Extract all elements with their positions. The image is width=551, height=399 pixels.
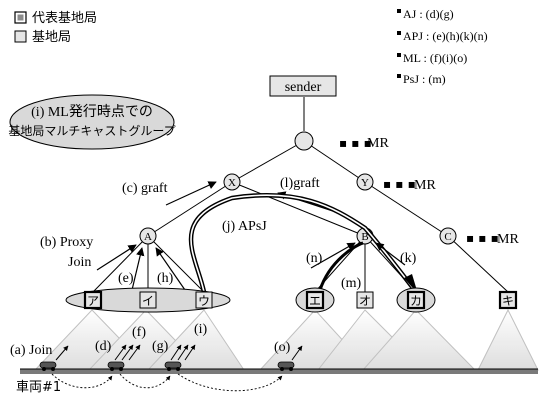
psj-m-label: (m) [341, 276, 362, 291]
psj-arrow-m [318, 241, 364, 291]
aj-d-label: (d) [95, 339, 112, 354]
router-mr [294, 131, 314, 151]
router-mr-label: MR [367, 136, 389, 151]
graft-arrow-c [165, 181, 217, 206]
join-type-apj: APJ : (e)(h)(k)(n) [403, 29, 488, 43]
apj-k-label: (k) [400, 251, 417, 266]
list-bullet [397, 9, 401, 13]
station-ka-label: カ [410, 294, 422, 308]
station-ka [406, 290, 426, 310]
apsj-path-inner [190, 194, 417, 293]
join-a-label: (a) Join [10, 343, 52, 358]
list-bullet [397, 53, 401, 57]
sender-box [269, 75, 337, 97]
group-callout-line1: (i) ML発行時点での [31, 104, 153, 120]
router-y [356, 173, 374, 191]
apj-arrow-e [131, 247, 145, 291]
apsj-path-outer [188, 193, 418, 294]
router-c-mr-label: MR [497, 232, 519, 247]
router-y-label: Y [361, 177, 369, 189]
join-type-ml: ML : (f)(i)(o) [403, 51, 467, 65]
apj-e-label: (e) [118, 271, 134, 286]
routers: ▪ ▪ ▪ MR X Y ▪ ▪ ▪ MR A B C ▪ ▪ ▪ MR [139, 131, 519, 247]
list-bullet [397, 74, 401, 78]
sender-label: sender [285, 80, 322, 95]
ml-o-label: (o) [274, 340, 291, 355]
station-i-label: イ [142, 294, 154, 308]
join-type-psj: PsJ : (m) [403, 72, 446, 86]
proxy-join-label-1: (b) Proxy [40, 235, 93, 250]
router-y-mr-label: MR [414, 178, 436, 193]
station-ki-label: キ [502, 294, 514, 308]
apj-arrow-k [375, 242, 406, 266]
ellipsis: ▪ ▪ ▪ [339, 136, 372, 150]
vehicle-icon [39, 361, 57, 371]
router-a [139, 227, 157, 245]
legend: 代表基地局 基地局 [14, 11, 97, 45]
router-c [439, 227, 457, 245]
legend-base-station-label: 基地局 [32, 30, 71, 45]
join-type-aj: AJ : (d)(g) [403, 7, 454, 21]
base-station-swatch [14, 30, 27, 43]
station-u [195, 291, 213, 309]
station-e-label: エ [309, 294, 321, 308]
graft-l-label: (l)graft [280, 176, 320, 191]
tree-edges [92, 97, 509, 293]
vehicles [39, 361, 295, 371]
apj-h-label: (h) [157, 271, 174, 286]
legend-representative-label: 代表基地局 [32, 11, 97, 26]
router-x [223, 173, 241, 191]
station-o [356, 291, 374, 309]
vehicle-label: 車両#1 [16, 380, 61, 395]
aj-g-label: (g) [152, 339, 169, 354]
station-ki [498, 290, 518, 310]
station-o-label: オ [359, 294, 371, 308]
apj-n-label: (n) [306, 251, 323, 266]
station-e [305, 290, 325, 310]
station-i [139, 291, 157, 309]
ml-i-label: (i) [194, 322, 208, 337]
station-a-label: ア [87, 294, 99, 308]
vehicle-icon [107, 361, 125, 371]
station-a [83, 290, 103, 310]
road [20, 368, 538, 374]
ellipsis: ▪ ▪ ▪ [466, 231, 499, 245]
group-callout-line2: 基地局マルチキャストグループ [8, 124, 175, 138]
list-bullet [397, 31, 401, 35]
ml-f-label: (f) [132, 325, 146, 340]
router-a-label: A [144, 231, 152, 243]
representative-station-swatch-inner [17, 14, 24, 21]
base-stations: ア イ ウ エ オ カ キ [83, 290, 518, 310]
router-b-label: B [361, 231, 368, 243]
proxy-join-arrow-b [96, 244, 137, 271]
apj-arrow-h [155, 247, 186, 291]
join-type-list: AJ : (d)(g) APJ : (e)(h)(k)(n) ML : (f)(… [397, 7, 488, 86]
group-callout [9, 94, 175, 150]
graft-c-label: (c) graft [122, 181, 168, 196]
vehicle-movement-arcs [51, 373, 283, 392]
router-c-label: C [444, 231, 451, 243]
apsj-j-label: (j) APsJ [222, 219, 267, 234]
ellipsis: ▪ ▪ ▪ [383, 177, 416, 191]
coverage-cone-ki [477, 308, 539, 371]
proxy-join-label-2: Join [68, 255, 91, 270]
station-u-label: ウ [198, 294, 210, 308]
vehicle-icon [277, 361, 295, 371]
router-x-label: X [228, 177, 236, 189]
apj-arrow-n [310, 242, 356, 269]
vehicle-icon [164, 361, 182, 371]
join-arrows [55, 344, 303, 361]
